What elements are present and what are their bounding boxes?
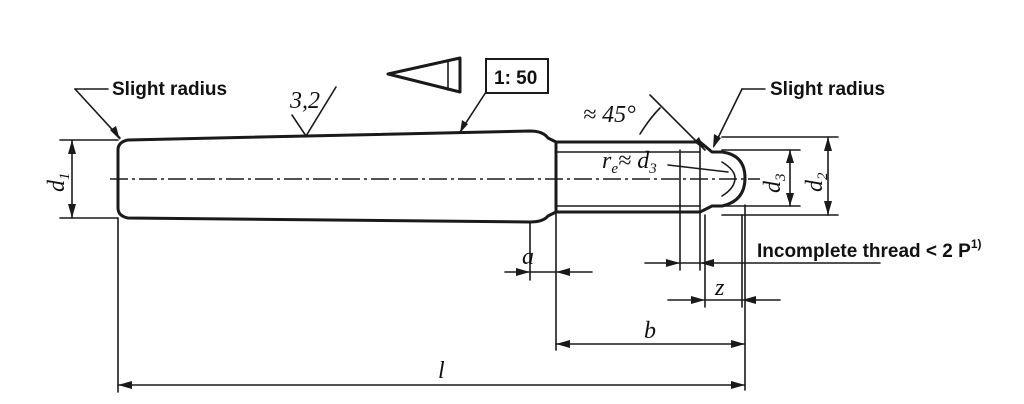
b-arrow-left <box>556 340 570 348</box>
d3-arrow-bottom <box>786 193 794 206</box>
d2-arrow-bottom <box>824 201 832 215</box>
threaded-end-outline <box>554 140 724 214</box>
z-arrow-right <box>742 296 756 304</box>
d3-arrow-top <box>786 150 794 163</box>
d1-arrow-top <box>68 140 76 154</box>
z-label: z <box>714 275 725 301</box>
re-label: re≈ d3 <box>602 148 657 177</box>
end-radius-arc <box>721 161 736 197</box>
d3-label: d3 <box>760 174 789 194</box>
b-arrow-right <box>731 340 745 348</box>
a-label: a <box>522 244 534 270</box>
roughness-symbol <box>291 86 337 138</box>
l-arrow-right <box>731 381 745 389</box>
d1-label: d1 <box>44 173 73 193</box>
pin-body-outline <box>116 129 558 224</box>
a-arrow-right <box>556 268 570 276</box>
l-label: l <box>438 358 445 384</box>
slight-radius-left-label: Slight radius <box>112 79 227 100</box>
roughness-value: 3,2 <box>289 88 320 114</box>
taper-ratio-label: 1: 50 <box>494 68 537 89</box>
b-label: b <box>644 318 656 344</box>
taper-leader-arrow <box>460 120 468 133</box>
slight-radius-right-leader-diag <box>713 88 743 147</box>
d2-label: d2 <box>802 172 831 192</box>
thread-chamfer-end <box>720 150 747 208</box>
re-leader <box>667 164 729 173</box>
d2-arrow-top <box>824 137 832 151</box>
slight-radius-right-label: Slight radius <box>770 79 885 100</box>
chamfer-angle-label: ≈ 45° <box>583 102 636 128</box>
chamfer-arrow-tip <box>694 137 705 150</box>
slight-radius-left-arrow <box>110 126 120 140</box>
taper-symbol-icon <box>386 56 462 94</box>
l-arrow-left <box>118 381 132 389</box>
z-arrow-left <box>691 296 705 304</box>
incomplete-thread-arrow-left <box>666 259 680 267</box>
chamfer-angle-arc <box>639 107 661 135</box>
slight-radius-right-arrow <box>713 134 721 148</box>
taper-ratio-box <box>485 58 549 94</box>
incomplete-thread-label: Incomplete thread < 2 P1) <box>757 237 982 262</box>
d1-arrow-bottom <box>68 204 76 218</box>
a-arrow-left <box>516 268 530 276</box>
incomplete-thread-arrow-right <box>700 259 714 267</box>
